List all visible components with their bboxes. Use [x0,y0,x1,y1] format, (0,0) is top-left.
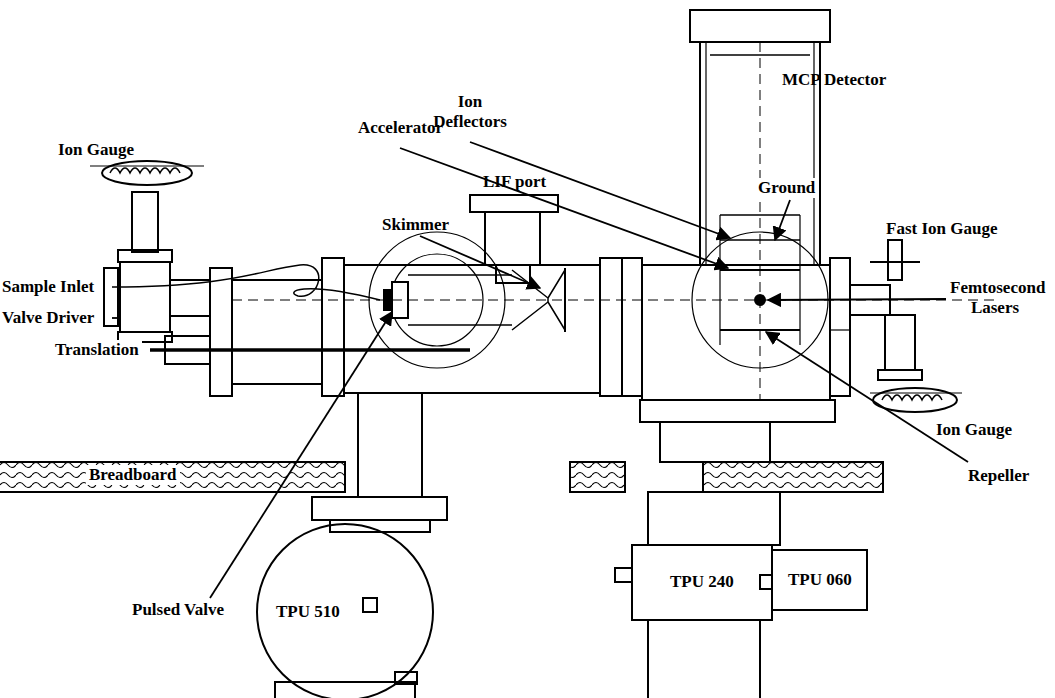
part-label: Repeller [968,466,1029,486]
pump-name: TPU 060 [788,570,852,590]
sample-line [112,265,380,300]
part-label: Ion Gauge [58,140,134,160]
part-label: Translation [52,340,142,360]
pump-name: TPU 510 [276,602,340,622]
part-label: MCP Detector [782,70,886,90]
pump-name: TPU 240 [670,572,734,592]
part-label: Skimmer [382,215,449,235]
part-label: Sample Inlet [2,277,94,297]
part-label: Valve Driver [2,308,94,328]
part-label: Ion Gauge [936,420,1012,440]
part-label: LIF port [483,172,546,192]
part-label: Femtosecond Lasers [950,278,1040,317]
leader-lines [112,142,968,598]
pump-label-box: TPU 510 [272,600,344,624]
part-label: Fast Ion Gauge [886,219,997,239]
detection-chamber [615,10,962,698]
pump-label-box: TPU 060 [784,568,856,592]
ion-gauge-cross [90,161,210,364]
part-label: Pulsed Valve [132,600,224,620]
pump-label-box: TPU 240 [666,570,738,594]
breadboard [0,462,883,492]
translation-rod [150,348,470,352]
part-label: Breadboard [86,465,180,485]
part-label: Ground [755,178,818,198]
part-label: Accelerator [358,118,443,138]
